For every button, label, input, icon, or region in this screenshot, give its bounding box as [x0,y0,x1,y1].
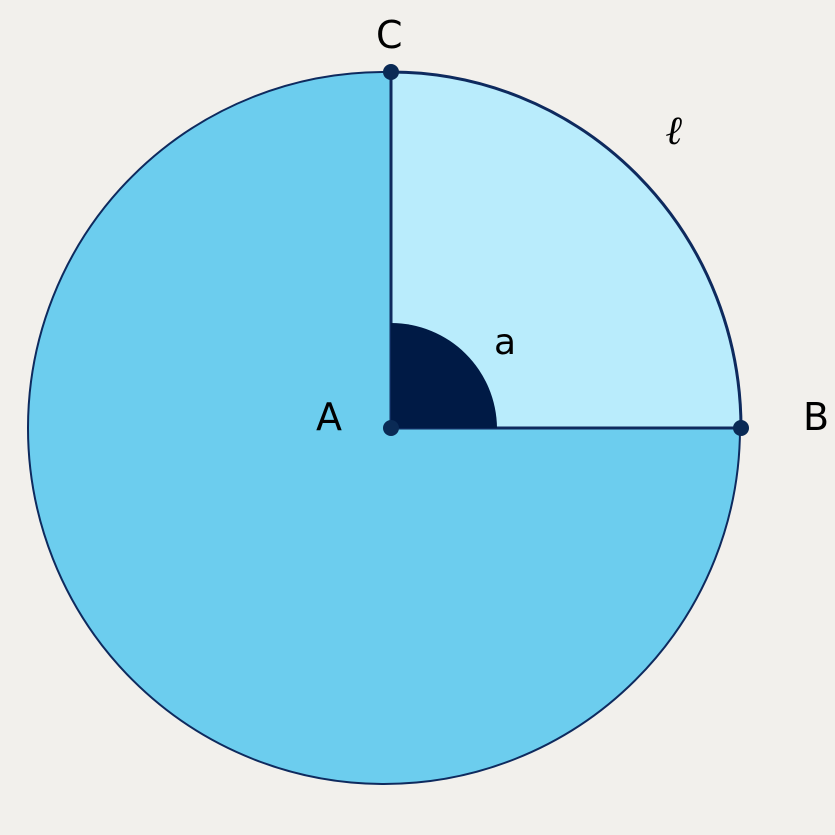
arc-label: ℓ [666,107,683,154]
point-a-label: A [316,395,342,439]
arc-boundary [390,70,743,429]
point-c-dot [383,64,399,80]
point-b-dot [733,420,749,436]
sector-region [391,72,741,428]
angle-marker [391,323,497,428]
point-a-dot [383,420,399,436]
point-c-label: C [376,13,403,57]
angle-label: a [494,322,516,363]
point-b-label: B [803,395,829,439]
